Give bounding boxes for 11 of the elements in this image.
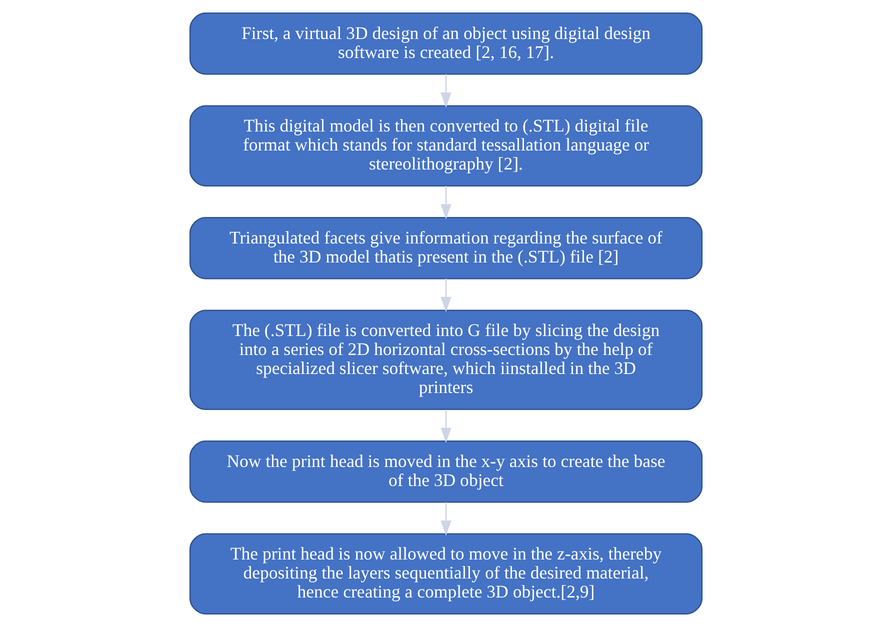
arrow bbox=[440, 278, 452, 312]
node-box: The print head is now allowed to move in the z-axis, thereby depositing the layers sequentially of the desired material, hence creating a complete 3D object.[2,9] bbox=[189, 533, 703, 614]
node-box: Triangulated facets give information regarding the surface of the 3D model thatis present in the (.STL) file [2] bbox=[189, 216, 703, 280]
arrow bbox=[440, 410, 452, 443]
arrow bbox=[440, 502, 452, 536]
arrow bbox=[440, 74, 452, 108]
node-box: This digital model is then converted to (.STL) digital file format which stands for standard tessallation language or stereolithography [2]. bbox=[189, 105, 703, 186]
node-box: The (.STL) file is converted into G file by slicing the design into a series of 2D horizontal cross-sections by the help of specialized slicer software, which iinstalled in the 3D printers bbox=[189, 310, 703, 410]
arrow bbox=[440, 186, 452, 220]
node-box: First, a virtual 3D design of an object using digital design software is created [2, 16, 17]. bbox=[189, 12, 703, 75]
node-box: Now the print head is moved in the x-y axis to create the base of the 3D object bbox=[189, 440, 703, 503]
